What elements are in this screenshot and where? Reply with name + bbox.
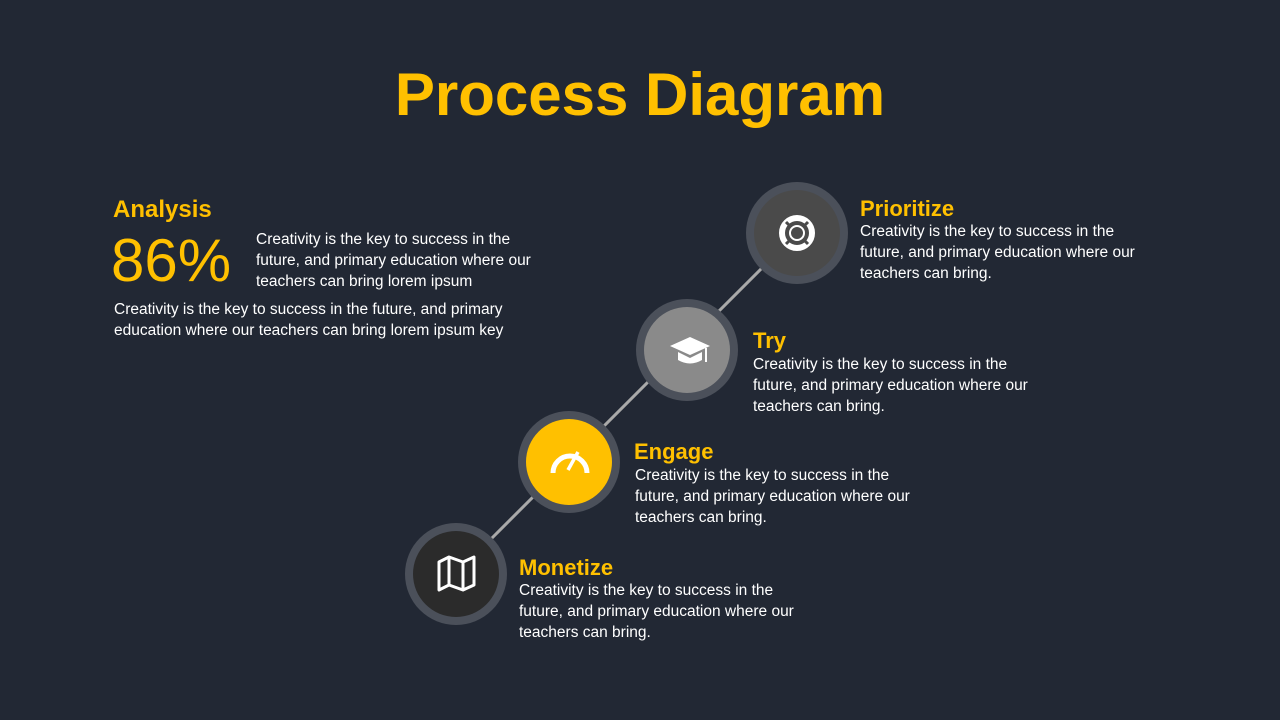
step-node-engage	[518, 411, 620, 513]
step-text-monetize: Creativity is the key to success in the …	[519, 582, 794, 641]
connector-line	[454, 231, 799, 576]
step-title-try: Try	[753, 328, 787, 353]
step-node-monetize	[405, 523, 507, 625]
step-title-prioritize: Prioritize	[860, 196, 955, 221]
analysis-heading: Analysis	[113, 196, 212, 223]
speedometer-icon	[550, 451, 590, 474]
analysis-percent: 86%	[111, 227, 232, 294]
step-node-prioritize	[746, 182, 848, 284]
lifebuoy-icon	[779, 215, 815, 251]
analysis-side-text: Creativity is the key to success in the …	[256, 231, 531, 290]
step-text-try: Creativity is the key to success in the …	[753, 356, 1028, 415]
step-text-engage: Creativity is the key to success in the …	[635, 467, 910, 526]
graduation-cap-icon	[670, 337, 710, 364]
map-icon	[437, 555, 476, 592]
page-title: Process Diagram	[394, 61, 886, 128]
step-text-prioritize: Creativity is the key to success in the …	[860, 223, 1135, 282]
step-title-engage: Engage	[634, 439, 714, 464]
analysis-body-text: Creativity is the key to success in the …	[114, 301, 504, 339]
step-title-monetize: Monetize	[519, 555, 614, 580]
